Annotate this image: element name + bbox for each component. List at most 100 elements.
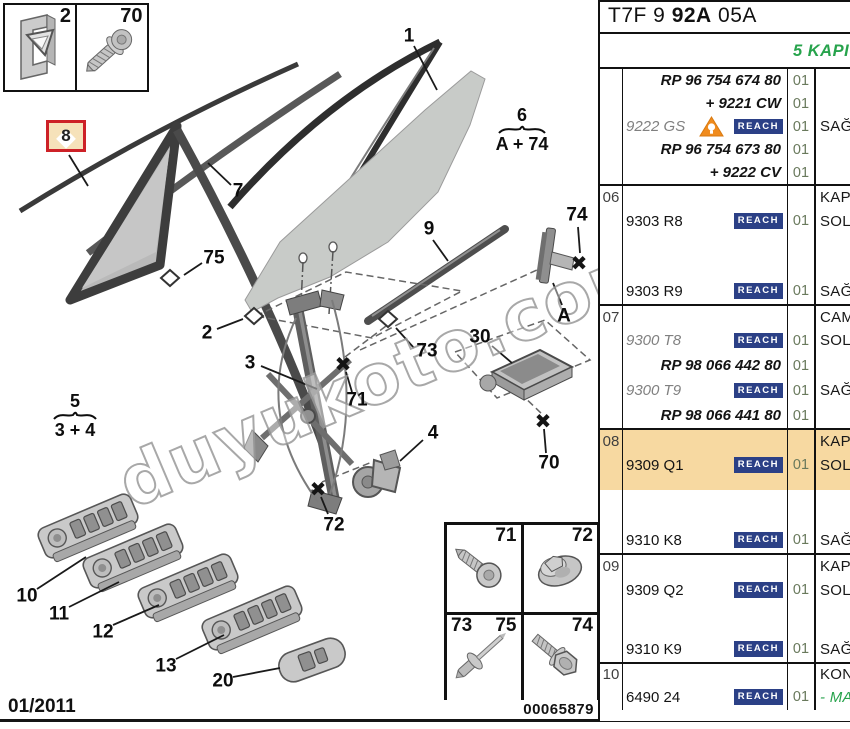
callout-2[interactable]: 2 [201, 322, 213, 344]
callout-10[interactable]: 10 [16, 585, 38, 607]
qty-cell: 01 [788, 684, 816, 710]
callout-2-legend: 2 [59, 5, 71, 27]
screw-icon [455, 548, 502, 588]
selected-callout-8[interactable]: 8 [46, 120, 86, 152]
callout-72[interactable]: 72 [323, 514, 345, 536]
switch-panel-10 [37, 493, 139, 563]
reach-badge[interactable]: REACH [733, 532, 783, 548]
switch-panel-11 [82, 523, 184, 593]
part-cell [623, 603, 788, 636]
reach-badge[interactable]: REACH [733, 457, 783, 473]
row-number: 07 [600, 306, 623, 328]
legend-bolt-72: 72 [523, 525, 597, 612]
legend-hexbolt-74: 74 [523, 615, 597, 702]
reach-badge[interactable]: REACH [733, 213, 783, 229]
callout-12[interactable]: 12 [92, 621, 114, 643]
row-number [600, 577, 623, 603]
desc-cell [816, 603, 850, 636]
qty-cell: 01 [788, 636, 816, 662]
reach-badge[interactable]: REACH [733, 641, 783, 657]
desc-cell: SOL [820, 212, 850, 230]
desc-cell [816, 490, 850, 527]
desc-cell: SOL [820, 456, 850, 474]
reach-badge[interactable]: REACH [733, 118, 783, 135]
callout-71[interactable]: 71 [346, 389, 368, 411]
bracket-a [535, 227, 575, 284]
table-row [600, 234, 850, 278]
switch-panel-12 [137, 553, 239, 623]
desc-cell: SAĞ [820, 282, 850, 300]
callout-7[interactable]: 7 [232, 180, 244, 202]
callout-4[interactable]: 4 [427, 422, 439, 444]
callout-70[interactable]: 70 [538, 452, 560, 474]
callout-74[interactable]: 74 [566, 204, 588, 226]
legend-screw-71: 71 [447, 525, 521, 612]
qty-cell [788, 490, 816, 527]
row-number [600, 478, 623, 490]
callout-13[interactable]: 13 [155, 655, 177, 677]
desc-cell: SAĞ [820, 640, 850, 658]
part-cell: RP 96 754 674 80 [623, 69, 788, 92]
row-number [600, 378, 623, 403]
qty-cell: 01 [788, 353, 816, 378]
part-cell: + 9222 CV [623, 161, 788, 184]
glass-run-bar [364, 225, 509, 325]
clip-diamond-icon [377, 309, 399, 329]
callout-A[interactable]: A [557, 305, 571, 327]
callout-8-label: 8 [61, 126, 71, 145]
callout-3[interactable]: 3 [244, 352, 256, 374]
qty-cell: 01 [788, 115, 816, 138]
callout-30[interactable]: 30 [469, 326, 491, 348]
qty-cell: 01 [788, 403, 816, 428]
desc-cell: - MAN [820, 688, 850, 706]
callout-20[interactable]: 20 [212, 670, 234, 692]
callout-73[interactable]: 73 [416, 340, 438, 362]
desc-cell: SAĞ [820, 118, 850, 135]
desc-cell [816, 234, 850, 278]
row-number [600, 403, 623, 428]
reach-badge[interactable]: REACH [733, 283, 783, 299]
callout-75[interactable]: 75 [203, 247, 225, 269]
reach-badge[interactable]: REACH [733, 582, 783, 598]
desc-cell: KAP C [820, 557, 850, 575]
warning-triangle-icon [699, 116, 725, 137]
reach-badge[interactable]: REACH [733, 689, 783, 705]
part-number: 9300 T9 [626, 382, 682, 399]
callout-11[interactable]: 11 [48, 603, 70, 625]
callout-1[interactable]: 1 [403, 25, 415, 47]
part-cell: RP 96 754 673 80 [623, 138, 788, 161]
row-number: 10 [600, 664, 623, 684]
row-number [600, 684, 623, 710]
callout-70-legend: 70 [120, 5, 143, 27]
callout-9[interactable]: 9 [423, 218, 435, 240]
reach-badge[interactable]: REACH [733, 382, 783, 399]
legend-rivet-73-75: 73 75 [447, 615, 521, 702]
reach-badge[interactable]: REACH [733, 332, 783, 349]
